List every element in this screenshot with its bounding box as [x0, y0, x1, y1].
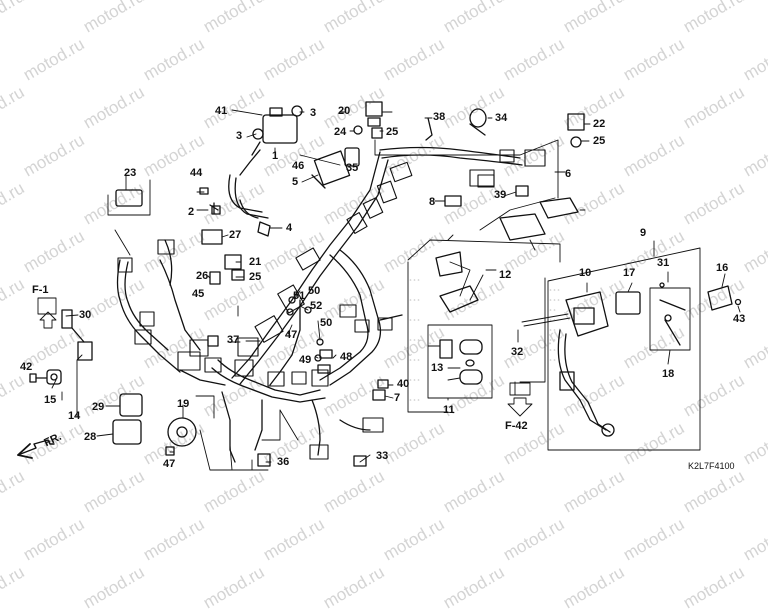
callout-16[interactable]: 16	[716, 262, 729, 274]
callout-9[interactable]: 9	[640, 227, 647, 239]
callout-12[interactable]: 12	[499, 269, 512, 281]
callout-25[interactable]: 25	[249, 271, 262, 283]
callout-29[interactable]: 29	[92, 401, 105, 413]
callout-19[interactable]: 19	[177, 398, 190, 410]
callout-48[interactable]: 48	[340, 351, 353, 363]
connector-group	[117, 149, 546, 460]
callout-46[interactable]: 46	[292, 160, 305, 172]
callout-38[interactable]: 38	[433, 111, 446, 123]
callout-41[interactable]: 41	[215, 105, 228, 117]
leader-lines	[31, 109, 741, 463]
callout-43[interactable]: 43	[733, 313, 746, 325]
callout-52[interactable]: 52	[310, 300, 323, 312]
callout-11[interactable]: 11	[443, 404, 455, 416]
callout-15[interactable]: 15	[44, 394, 57, 406]
dotted-area	[409, 279, 561, 401]
callout-6[interactable]: 6	[565, 168, 572, 180]
callout-25[interactable]: 25	[386, 126, 399, 138]
callout-27[interactable]: 27	[229, 229, 242, 241]
callout-39[interactable]: 39	[494, 189, 507, 201]
callout-36[interactable]: 36	[277, 456, 290, 468]
callout-31[interactable]: 31	[657, 257, 670, 269]
callout-34[interactable]: 34	[495, 112, 508, 124]
callout-14[interactable]: 14	[68, 410, 81, 422]
callout-51[interactable]: 51	[293, 290, 306, 302]
callout-20[interactable]: 20	[338, 105, 351, 117]
callout-1[interactable]: 1	[272, 150, 279, 162]
part-switch-panel	[547, 247, 701, 451]
callout-44[interactable]: 44	[190, 167, 203, 179]
callout-26[interactable]: 26	[196, 270, 209, 282]
callout-23[interactable]: 23	[124, 167, 137, 179]
callout-22[interactable]: 22	[593, 118, 606, 130]
callout-21[interactable]: 21	[249, 256, 262, 268]
callout-13[interactable]: 13	[431, 362, 444, 374]
callout-45[interactable]: 45	[192, 288, 205, 300]
part-ignition-coil	[251, 107, 298, 156]
callout-5[interactable]: 5	[292, 176, 299, 188]
callout-7[interactable]: 7	[394, 392, 401, 404]
callout-17[interactable]: 17	[623, 267, 636, 279]
callout-47[interactable]: 47	[285, 329, 298, 341]
callout-28[interactable]: 28	[84, 431, 97, 443]
callout-40[interactable]: 40	[397, 378, 410, 390]
reference-boxes	[37, 297, 533, 471]
callout-42[interactable]: 42	[20, 361, 33, 373]
callout-2[interactable]: 2	[188, 206, 195, 218]
diagram-drawing	[17, 101, 742, 471]
callout-35[interactable]: 35	[346, 162, 359, 174]
callout-50[interactable]: 50	[308, 285, 321, 297]
callout-10[interactable]: 10	[579, 267, 592, 279]
callout-32[interactable]: 32	[511, 346, 524, 358]
callout-33[interactable]: 33	[376, 450, 389, 462]
main-wire-harness	[116, 146, 523, 463]
callout-8[interactable]: 8	[429, 196, 436, 208]
callout-3[interactable]: 3	[236, 130, 243, 142]
callout-24[interactable]: 24	[334, 126, 347, 138]
callout-18[interactable]: 18	[662, 368, 675, 380]
callout-47[interactable]: 47	[163, 458, 176, 470]
part-smart-key-group	[427, 251, 493, 399]
callout-4[interactable]: 4	[286, 222, 293, 234]
callout-50[interactable]: 50	[320, 317, 333, 329]
callout-49[interactable]: 49	[299, 354, 312, 366]
callout-25[interactable]: 25	[593, 135, 606, 147]
reference-f1[interactable]: F-1	[32, 284, 49, 296]
callout-3[interactable]: 3	[310, 107, 317, 119]
reference-f42[interactable]: F-42	[505, 420, 528, 432]
callout-30[interactable]: 30	[79, 309, 92, 321]
callout-37[interactable]: 37	[227, 334, 240, 346]
diagram-code: K2L7F4100	[688, 461, 735, 471]
